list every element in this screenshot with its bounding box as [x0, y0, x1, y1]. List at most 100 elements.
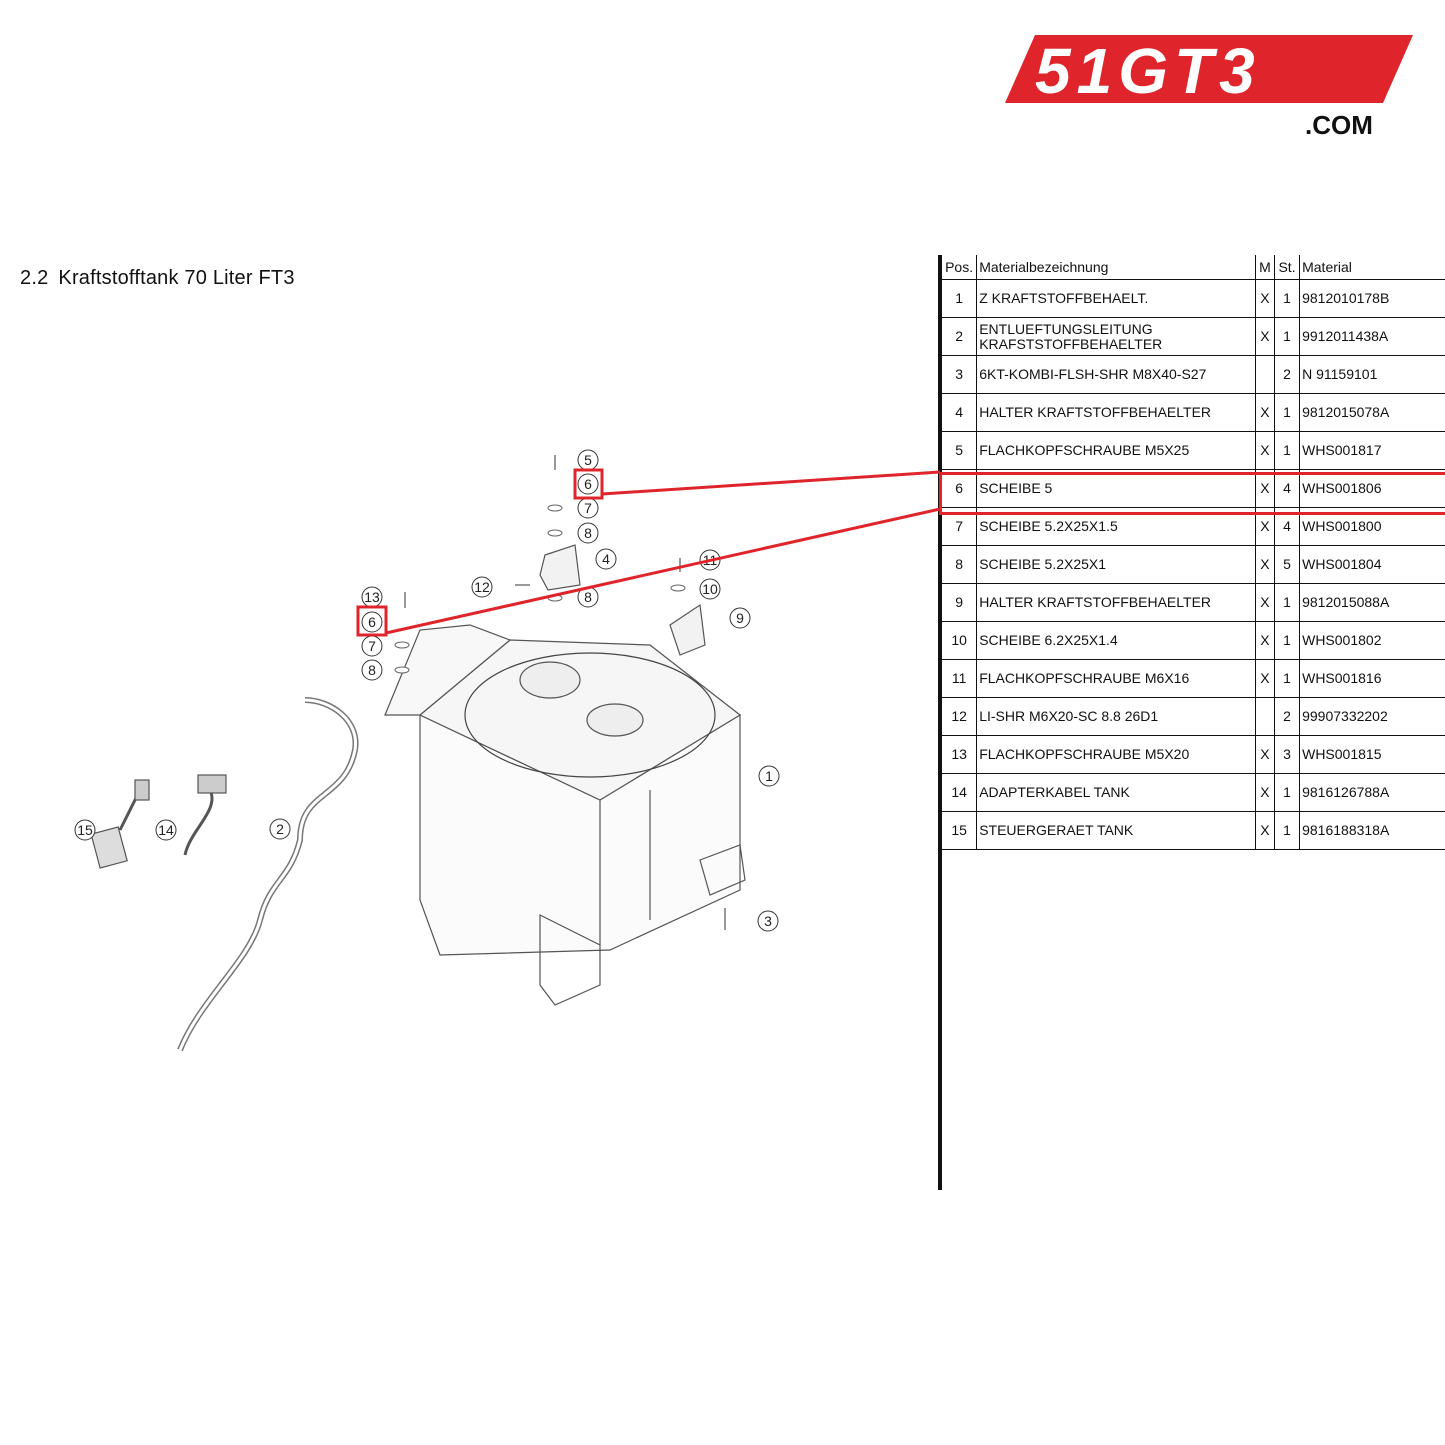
- svg-text:6: 6: [584, 476, 592, 492]
- row-st: 1: [1274, 659, 1301, 698]
- row-name: LI-SHR M6X20-SC 8.8 26D1: [976, 697, 1256, 736]
- row-pos: 3: [942, 355, 978, 394]
- row-st: 2: [1274, 697, 1301, 736]
- row-m: X: [1255, 507, 1275, 546]
- svg-text:12: 12: [474, 579, 490, 595]
- row-name: FLACHKOPFSCHRAUBE M5X20: [976, 735, 1256, 774]
- callout-13: 13: [361, 586, 383, 608]
- row-pos: 2: [942, 317, 978, 356]
- callout-2: 2: [269, 818, 291, 840]
- highlighted-row-box: [939, 472, 1445, 515]
- row-m: X: [1255, 279, 1275, 318]
- svg-text:14: 14: [158, 822, 174, 838]
- row-material: N 91159101: [1299, 355, 1445, 394]
- svg-text:7: 7: [368, 638, 376, 654]
- callout-14: 14: [155, 819, 177, 841]
- row-st: 3: [1274, 735, 1301, 774]
- callout-4: 4: [595, 548, 617, 570]
- svg-text:6: 6: [368, 614, 376, 630]
- svg-text:5: 5: [584, 452, 592, 468]
- row-m: X: [1255, 735, 1275, 774]
- callout-10: 10: [699, 578, 721, 600]
- header-st: St.: [1274, 255, 1301, 280]
- svg-text:8: 8: [584, 525, 592, 541]
- exploded-parts-diagram: 1 2 3 4 5 6 7 8 8 9 10 11 12 13 6 7 8 14…: [74, 449, 780, 1052]
- row-name: SCHEIBE 5.2X25X1: [976, 545, 1256, 584]
- svg-text:10: 10: [702, 581, 718, 597]
- row-material: WHS001804: [1299, 545, 1445, 584]
- row-name: SCHEIBE 6.2X25X1.4: [976, 621, 1256, 660]
- svg-text:3: 3: [764, 913, 772, 929]
- row-pos: 13: [942, 735, 978, 774]
- row-st: 4: [1274, 469, 1301, 508]
- row-name: STEUERGERAET TANK: [976, 811, 1256, 850]
- row-pos: 4: [942, 393, 978, 432]
- row-material: 9816126788A: [1299, 773, 1445, 812]
- parts-table: Pos. Materialbezeichnung M St. Material …: [942, 255, 1445, 850]
- callout-8c: 8: [361, 659, 383, 681]
- callout-15: 15: [74, 819, 96, 841]
- row-name: FLACHKOPFSCHRAUBE M5X25: [976, 431, 1256, 470]
- section-title: 2.2 Kraftstofftank 70 Liter FT3: [20, 267, 305, 290]
- logo-text: 51GT3: [1035, 35, 1261, 107]
- row-material: 9912011438A: [1299, 317, 1445, 356]
- row-material: WHS001817: [1299, 431, 1445, 470]
- row-pos: 12: [942, 697, 978, 736]
- row-st: 1: [1274, 621, 1301, 660]
- row-material: 9812015078A: [1299, 393, 1445, 432]
- row-m: X: [1255, 545, 1275, 584]
- row-m: X: [1255, 773, 1275, 812]
- table-left-rule: [938, 255, 942, 1190]
- row-pos: 5: [942, 431, 978, 470]
- callout-1: 1: [758, 765, 780, 787]
- row-pos: 11: [942, 659, 978, 698]
- logo-suffix: .COM: [1305, 110, 1373, 140]
- callout-7b: 7: [361, 635, 383, 657]
- header-material: Material: [1299, 255, 1445, 280]
- row-pos: 9: [942, 583, 978, 622]
- row-st: 1: [1274, 279, 1301, 318]
- svg-text:9: 9: [736, 610, 744, 626]
- svg-text:7: 7: [584, 500, 592, 516]
- row-pos: 15: [942, 811, 978, 850]
- row-m: X: [1255, 393, 1275, 432]
- section-number: 2.2: [20, 267, 49, 289]
- callout-6a: 6: [577, 473, 599, 495]
- row-pos: 1: [942, 279, 978, 318]
- callout-7a: 7: [577, 497, 599, 519]
- row-m: X: [1255, 659, 1275, 698]
- row-name: Z KRAFTSTOFFBEHAELT.: [976, 279, 1256, 318]
- row-st: 1: [1274, 317, 1301, 356]
- header-m: M: [1255, 255, 1275, 280]
- section-name: Kraftstofftank 70 Liter FT3: [58, 267, 295, 289]
- svg-text:8: 8: [368, 662, 376, 678]
- row-name: 6KT-KOMBI-FLSH-SHR M8X40-S27: [976, 355, 1256, 394]
- row-material: WHS001802: [1299, 621, 1445, 660]
- row-st: 1: [1274, 583, 1301, 622]
- row-material: 9812015088A: [1299, 583, 1445, 622]
- callout-8a: 8: [577, 522, 599, 544]
- brand-logo: 51GT3 .COM: [1005, 35, 1413, 140]
- row-m: X: [1255, 431, 1275, 470]
- svg-text:11: 11: [703, 552, 718, 568]
- row-name: SCHEIBE 5: [976, 469, 1256, 508]
- row-st: 5: [1274, 545, 1301, 584]
- row-st: 1: [1274, 773, 1301, 812]
- row-m: X: [1255, 811, 1275, 850]
- svg-text:8: 8: [584, 589, 592, 605]
- row-material: WHS001806: [1299, 469, 1445, 508]
- row-st: 1: [1274, 431, 1301, 470]
- row-material: WHS001815: [1299, 735, 1445, 774]
- svg-text:13: 13: [364, 589, 380, 605]
- header-pos: Pos.: [942, 255, 978, 280]
- row-pos: 6: [942, 469, 978, 508]
- svg-text:4: 4: [602, 551, 610, 567]
